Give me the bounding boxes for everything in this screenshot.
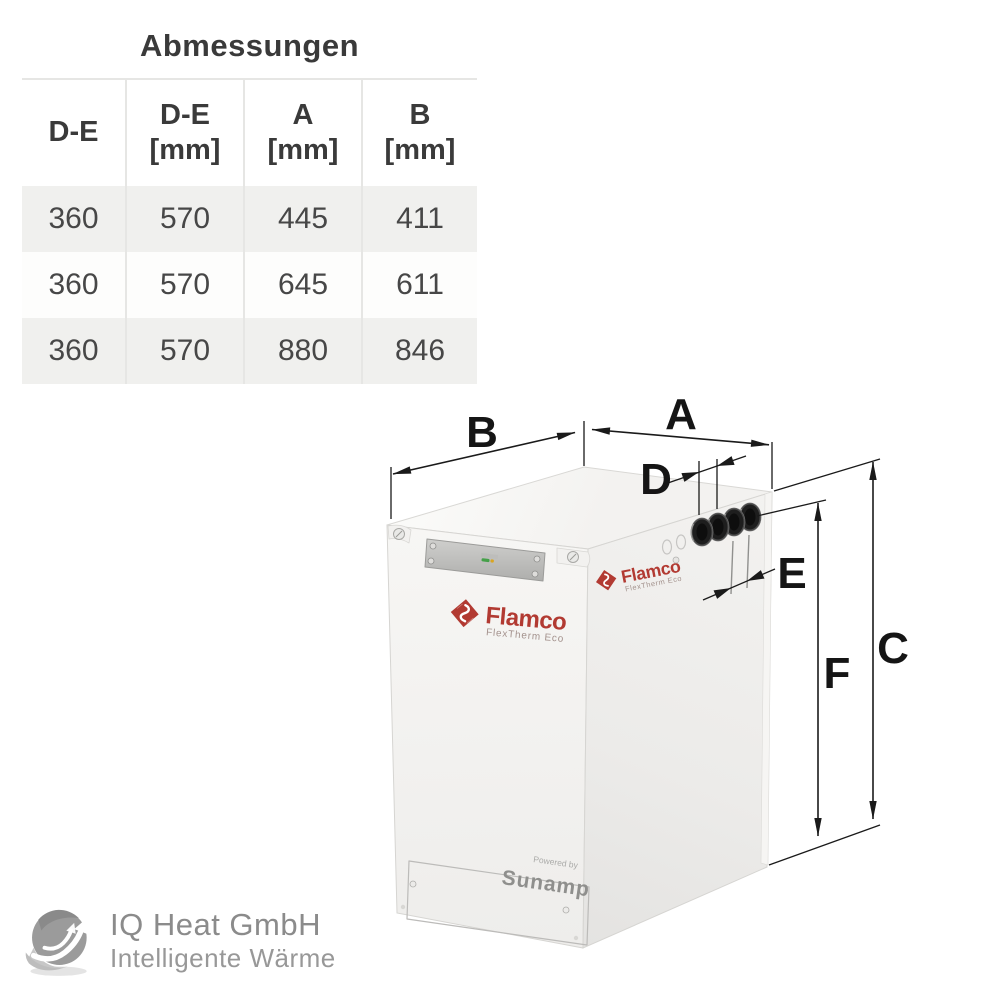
device-right-edge-strip	[760, 491, 773, 866]
col-header-de-mm: D-E[mm]	[125, 79, 244, 186]
table-row: 360 570 880 846	[22, 318, 477, 384]
cell: 570	[125, 252, 244, 318]
dimensions-panel: Abmessungen D-E D-E[mm] A[mm] B[mm] 360 …	[22, 22, 477, 384]
col-label: D-E	[160, 98, 210, 131]
heat-battery-unit: Flamco FlexTherm Eco Flamco FlexTherm Ec…	[386, 466, 773, 949]
cell: 360	[48, 202, 99, 235]
col-unit: [mm]	[267, 134, 339, 166]
screw	[573, 935, 579, 941]
screw	[531, 570, 539, 578]
knockout-hole	[675, 534, 687, 550]
screw	[533, 555, 541, 563]
dimensions-table: D-E D-E[mm] A[mm] B[mm] 360 570 445 411 …	[22, 78, 477, 384]
dim-label-d: D	[640, 455, 672, 504]
device-right-face	[582, 491, 773, 949]
footer-brand: IQ Heat GmbH Intelligente Wärme	[0, 893, 420, 993]
col-unit: [mm]	[149, 134, 221, 166]
col-label: D-E	[48, 116, 99, 149]
service-panel	[406, 860, 590, 946]
cell: 611	[361, 252, 477, 318]
dim-label-c: C	[877, 624, 909, 673]
company-name: IQ Heat GmbH	[110, 907, 321, 942]
col-label: A	[292, 98, 314, 131]
status-display	[480, 553, 499, 563]
iq-heat-globe-icon	[25, 909, 87, 976]
cell: 570	[125, 186, 244, 252]
dim-label-a: A	[665, 390, 697, 439]
dim-label-b: B	[466, 408, 498, 457]
screw	[562, 906, 570, 914]
dim-label-f: F	[824, 649, 851, 698]
knockout-hole	[661, 539, 673, 555]
cell: 445	[243, 186, 362, 252]
screw	[567, 551, 579, 563]
screw	[427, 557, 435, 565]
cell: 880	[243, 318, 362, 384]
pipe-connection	[690, 517, 714, 547]
company-tagline: Intelligente Wärme	[110, 943, 336, 973]
cell: 570	[125, 318, 244, 384]
flamco-diamond-icon	[450, 599, 479, 628]
cell: 846	[361, 318, 477, 384]
screw	[429, 542, 437, 550]
cell: 645	[243, 252, 362, 318]
col-unit: [mm]	[384, 134, 456, 166]
screw	[400, 904, 406, 910]
table-row: 360 570 645 611	[22, 252, 477, 318]
dim-label-e: E	[777, 549, 806, 598]
col-label: B	[409, 98, 431, 131]
screw	[393, 528, 405, 540]
col-header-b-mm: B[mm]	[361, 79, 477, 186]
col-header-a-mm: A[mm]	[243, 79, 362, 186]
dimension-annotations: B A D E F C	[390, 390, 909, 866]
flamco-diamond-icon	[595, 570, 617, 591]
screw	[672, 556, 680, 564]
col-header-de: D-E	[22, 79, 126, 186]
header-row: D-E D-E[mm] A[mm] B[mm]	[22, 79, 477, 186]
control-panel	[424, 538, 546, 582]
screw	[409, 880, 417, 888]
cell: 360	[48, 334, 99, 367]
table-title: Abmessungen	[139, 28, 360, 63]
cell: 411	[361, 186, 477, 252]
cell: 360	[48, 268, 99, 301]
table-row: 360 570 445 411	[22, 186, 477, 252]
